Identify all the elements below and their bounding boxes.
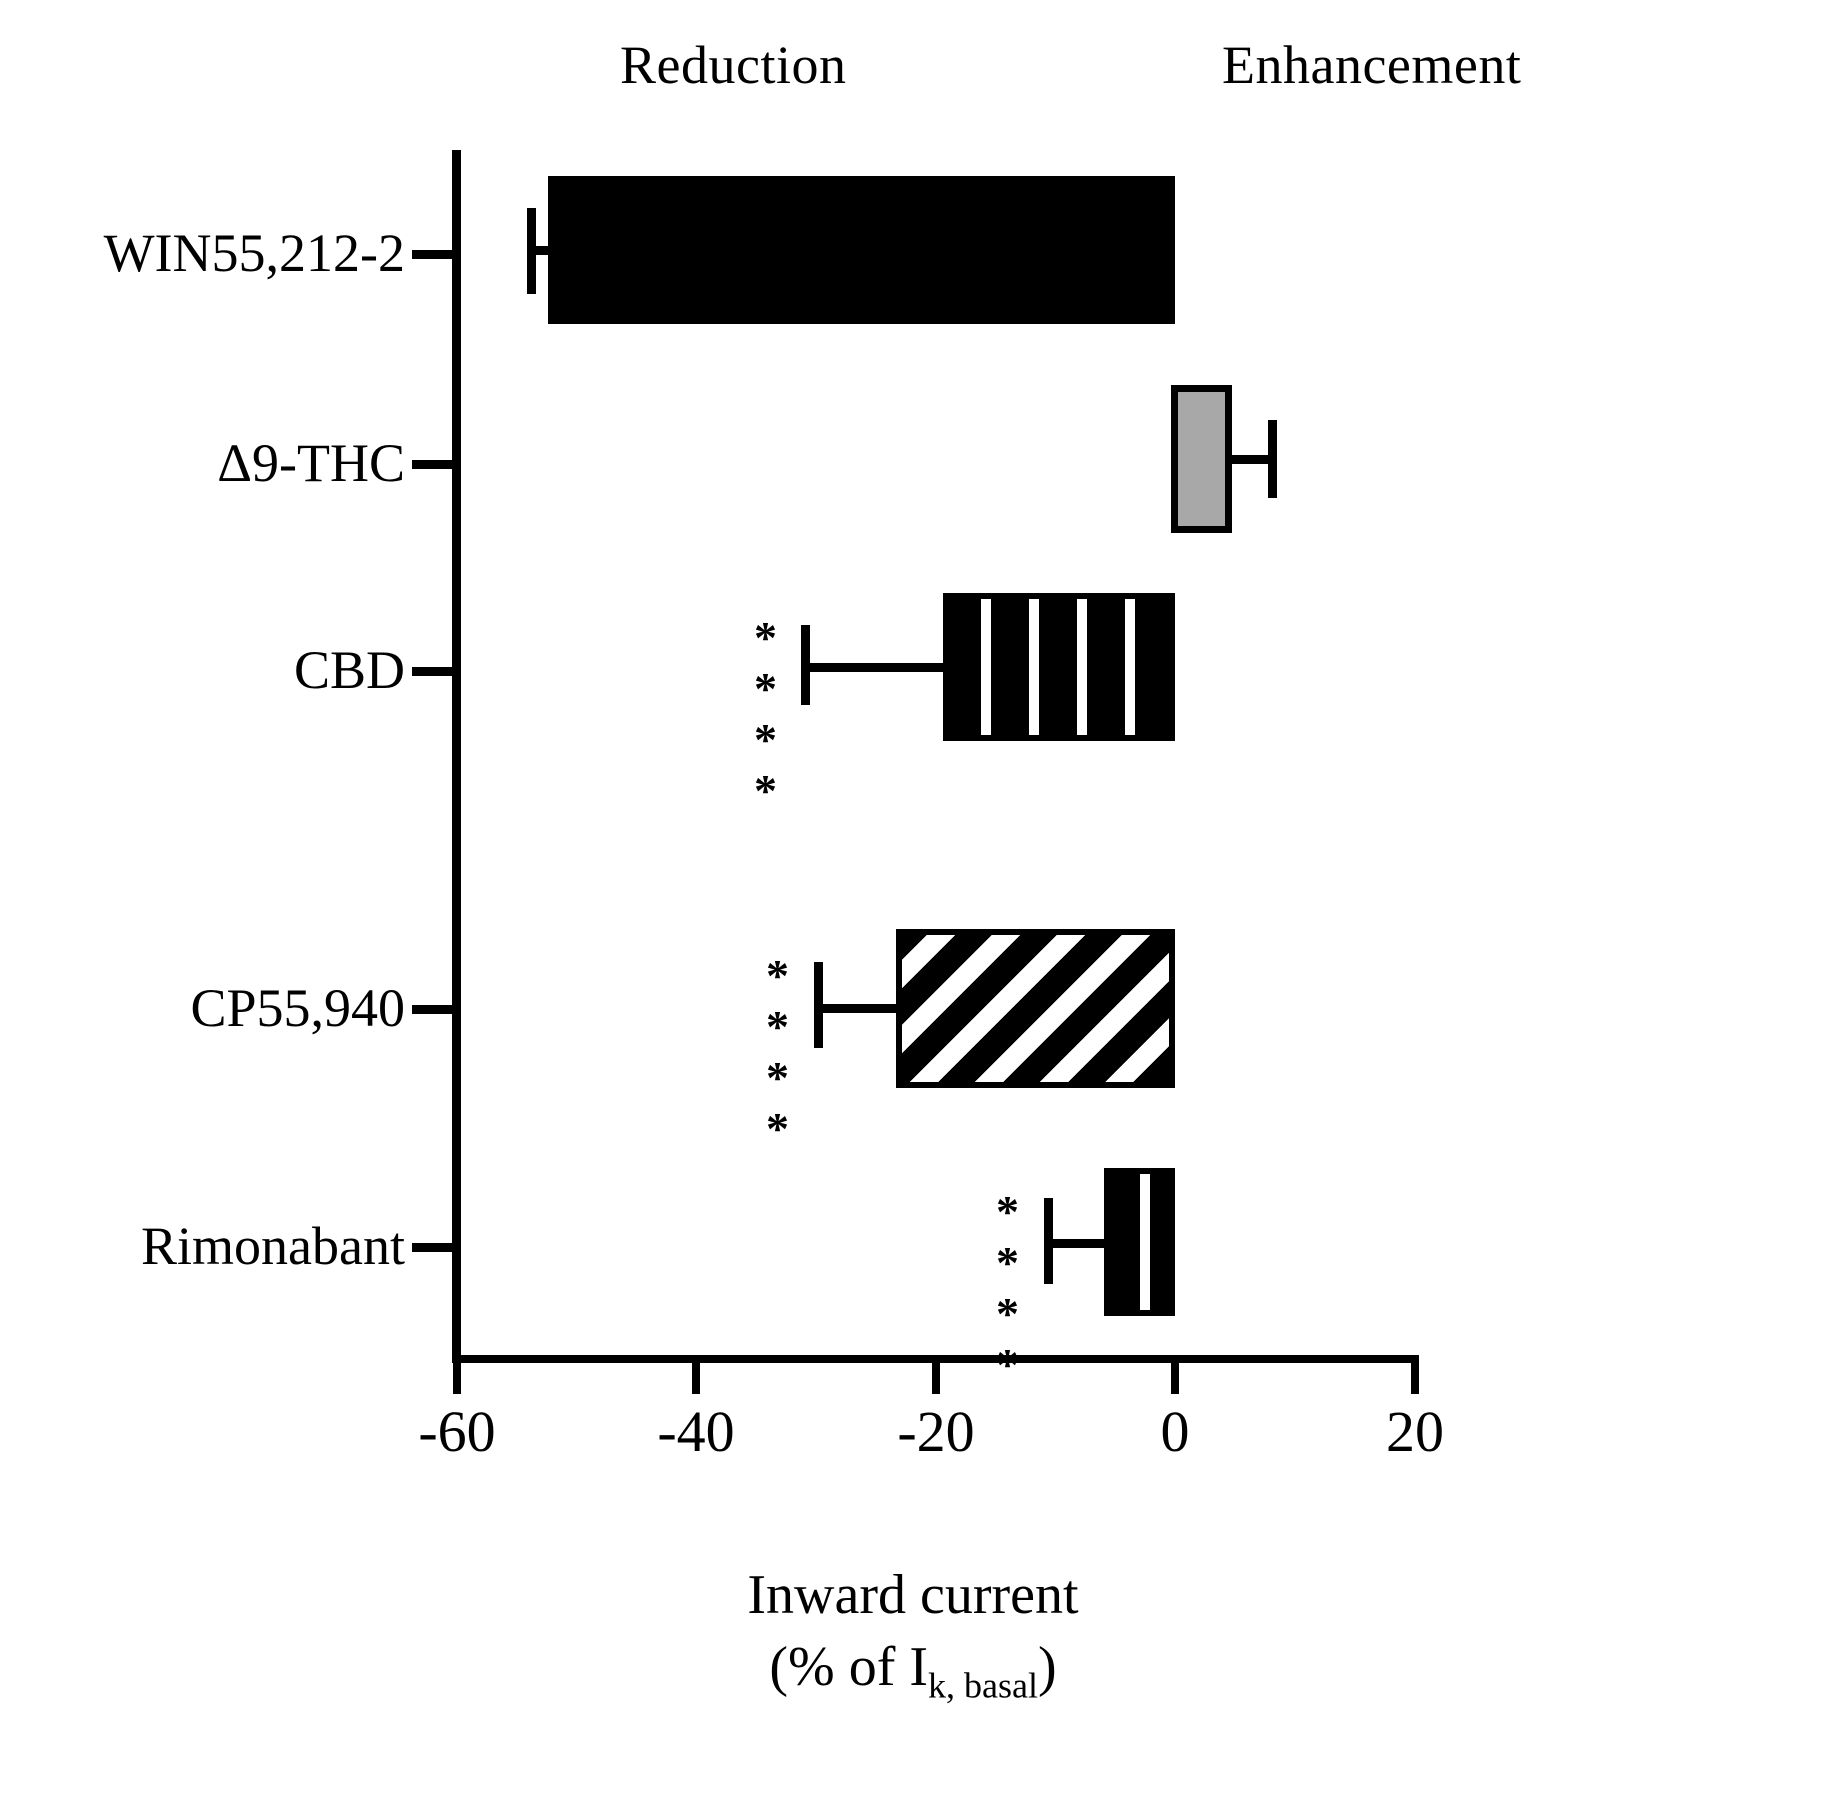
y-tick-label-win: WIN55,212-2 [103,223,405,283]
error-bar-cap-thc [1268,420,1277,498]
y-tick-mark [412,1243,452,1252]
x-tick-label-0: -60 [418,1399,496,1464]
bar-delta9-thc [1171,385,1232,533]
error-bar-cap-win [527,208,536,294]
y-axis-line [452,150,461,1362]
error-bar-line-rimonabant [1048,1239,1106,1248]
bar-fill-pattern [896,929,1175,1088]
bar-rimonabant [1104,1168,1175,1316]
bar-outline [1104,1168,1175,1316]
error-bar-cap-cbd [801,625,810,705]
x-tick-label-4: 20 [1386,1399,1444,1464]
bar-fill-pattern [943,593,1175,741]
x-axis-title-subscript: k, basal [927,1665,1038,1706]
significance-stars-cp55940: **** [752,950,804,1154]
reduction-region-label: Reduction [620,35,847,95]
significance-stars-cbd: **** [740,612,792,816]
enhancement-region-label: Enhancement [1222,35,1522,95]
x-tick-mark [1411,1358,1419,1394]
y-tick-label-thc: Δ9-THC [217,433,405,493]
error-bar-line-cp55940 [818,1004,898,1013]
y-tick-label-cbd: CBD [293,640,405,700]
bar-cp55940 [896,929,1175,1088]
error-bar-cap-cp55940 [814,962,823,1048]
bar-cbd [943,593,1175,741]
error-bar-line-cbd [805,663,945,672]
x-tick-mark [453,1358,461,1394]
error-bar-line-thc [1228,455,1273,464]
bar-win55212-2 [548,176,1175,324]
x-axis-title-prefix: (% of I [769,1635,928,1698]
bar-outline [548,176,1175,324]
y-tick-label-rimonabant: Rimonabant [141,1216,405,1276]
y-tick-label-cp55940: CP55,940 [190,978,405,1038]
bar-outline [943,593,1175,741]
x-axis-title-suffix: ) [1037,1635,1057,1698]
x-tick-mark [1171,1358,1179,1394]
y-tick-mark [412,250,452,259]
x-axis-title-line1: Inward current [747,1564,1079,1626]
y-tick-mark [412,460,452,469]
y-tick-mark [412,1005,452,1014]
x-tick-label-3: 0 [1160,1399,1190,1464]
x-axis-title: Inward current (% of Ik, basal) [0,1560,1826,1708]
x-tick-label-2: -20 [897,1399,975,1464]
x-axis-title-line2: (% of Ik, basal) [0,1632,1826,1709]
bar-outline [896,929,1175,1088]
significance-stars-rimonabant: **** [982,1186,1034,1390]
x-tick-mark [932,1358,940,1394]
x-tick-mark [692,1358,700,1394]
bar-fill-pattern [1104,1168,1175,1316]
error-bar-line-win [530,246,558,255]
error-bar-cap-rimonabant [1044,1198,1053,1284]
x-tick-label-1: -40 [657,1399,735,1464]
y-tick-mark [412,667,452,676]
